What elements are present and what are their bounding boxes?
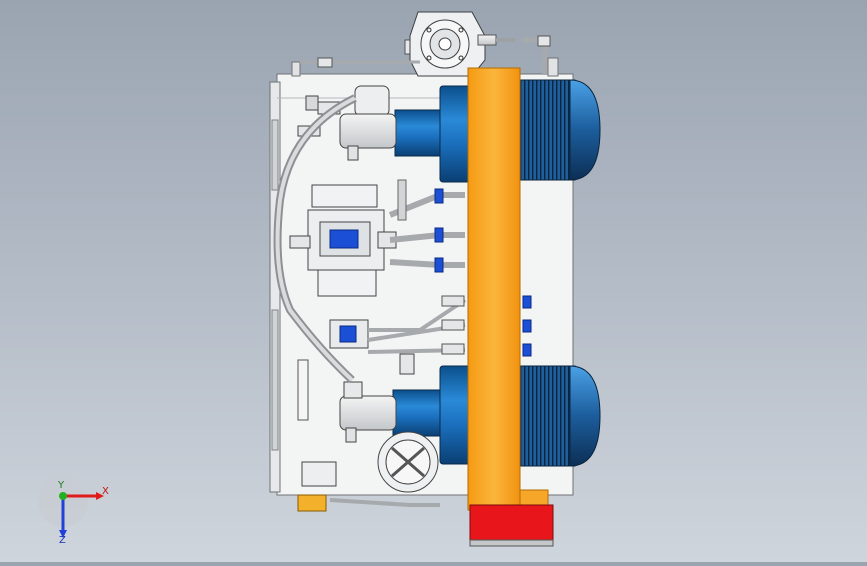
- coupling-housing: [467, 67, 549, 511]
- upper-pump: [297, 85, 397, 161]
- secondary-manifold: [329, 295, 532, 375]
- axis-x-label: X: [102, 486, 109, 497]
- lower-pump: [339, 381, 397, 443]
- axis-triad: [38, 477, 104, 538]
- top-right-piping: [300, 34, 551, 75]
- axis-z-label: Z: [59, 535, 66, 546]
- red-base-block: [469, 504, 554, 546]
- axis-y-label: Y: [58, 480, 65, 491]
- pressure-lines: [388, 179, 465, 273]
- lower-electric-motor: [392, 365, 601, 467]
- valve-manifold: [289, 184, 397, 297]
- base-plate: [469, 539, 554, 547]
- tank-breather: [377, 431, 439, 493]
- level-gauge: [297, 359, 440, 512]
- upper-electric-motor: [394, 79, 601, 183]
- top-flange-pump: [404, 11, 486, 77]
